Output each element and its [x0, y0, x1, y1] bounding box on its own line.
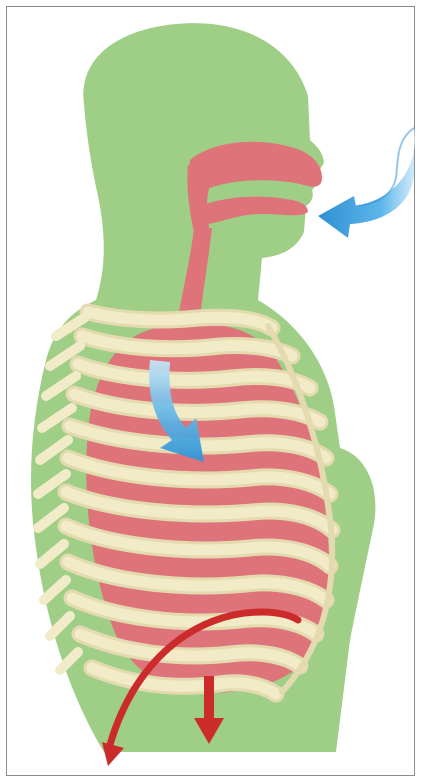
incoming-air-arrow-icon: [318, 128, 415, 238]
